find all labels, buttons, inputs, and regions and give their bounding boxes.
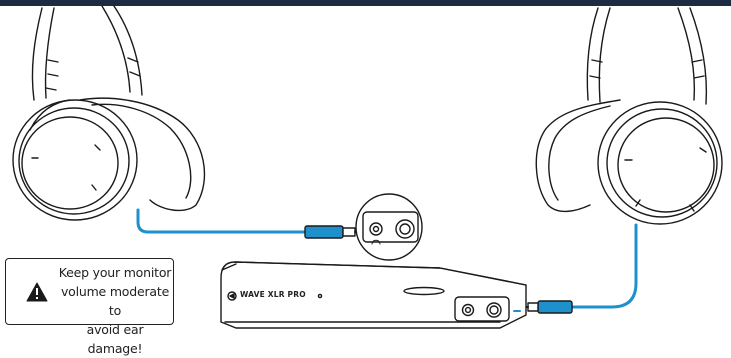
warning-triangle-icon	[26, 282, 48, 302]
left-headphones	[13, 6, 204, 220]
right-cable	[572, 225, 636, 307]
left-cable	[138, 210, 305, 232]
warning-box: Keep your monitor volume moderate to avo…	[5, 258, 174, 325]
right-headphones	[536, 8, 722, 224]
warning-text: Keep your monitor volume moderate to avo…	[58, 263, 172, 358]
left-plug	[305, 226, 362, 238]
device-brand-label: WAVE XLR PRO	[240, 290, 306, 299]
right-plug	[520, 301, 572, 313]
jack-zoom-view	[356, 194, 422, 260]
